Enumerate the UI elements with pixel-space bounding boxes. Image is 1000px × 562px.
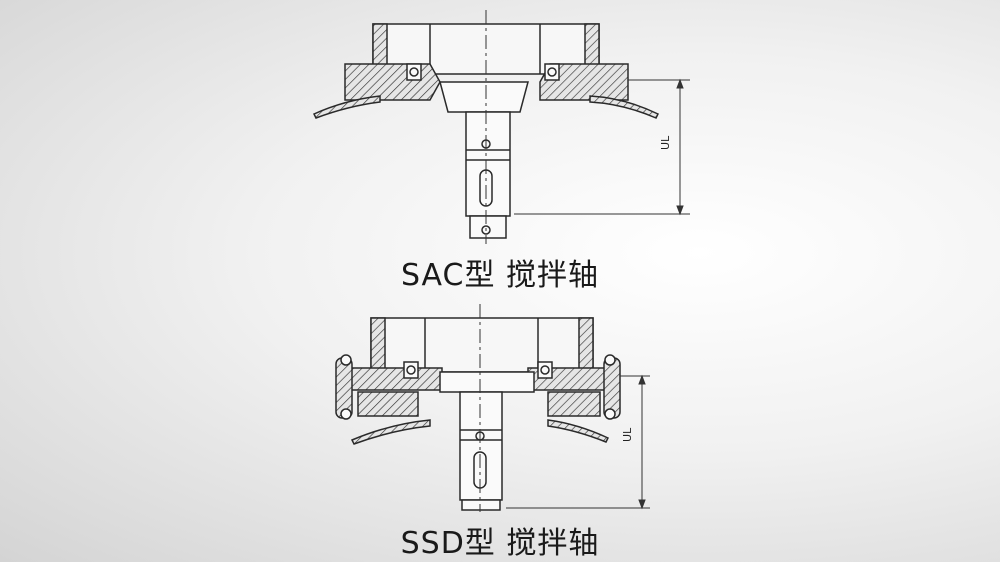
- ssd-dimension: [506, 374, 650, 510]
- ssd-caption: SSD型 搅拌轴: [400, 526, 600, 561]
- ssd-vessel-head: [350, 419, 610, 445]
- sac-bolt-left: [406, 63, 422, 81]
- ssd-shaft: [459, 391, 503, 511]
- sac-agitator-drawing: UL: [312, 10, 690, 244]
- ssd-bolt-right: [537, 361, 553, 379]
- sac-dimension-label: UL: [659, 135, 672, 150]
- ssd-agitator-drawing: UL: [335, 304, 650, 512]
- sac-shaft: [465, 111, 511, 239]
- ssd-hub: [439, 371, 535, 393]
- ssd-bolt-left: [403, 361, 419, 379]
- ssd-clamp-left: [335, 354, 353, 420]
- ssd-clamp-right: [603, 354, 621, 420]
- sac-vessel-head: [312, 95, 660, 119]
- sac-hub: [439, 81, 529, 113]
- sac-caption: SAC型 搅拌轴: [400, 258, 600, 293]
- sac-bolt-right: [544, 63, 560, 81]
- sac-dimension: [514, 78, 690, 216]
- ssd-dimension-label: UL: [621, 427, 634, 442]
